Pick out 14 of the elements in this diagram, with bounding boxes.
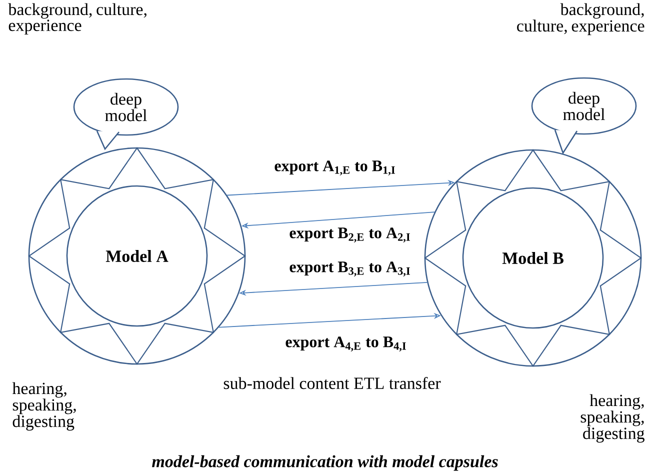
capsule-circle [424,149,642,367]
capsule-circle [28,147,246,365]
speech-bubble: deep model [531,77,637,154]
note-text: hearing, speaking, digesting [12,382,76,431]
note-text: sub-model content ETL transfer [224,376,441,390]
note-text: background, culture, experience [8,3,146,35]
note-text: hearing, speaking, digesting [580,394,644,443]
edge-label: export A$_{1,E}$ to B$_{1,I}$ [273,160,397,176]
edge-label: export A$_{4,E}$ to B$_{4,I}$ [284,336,408,352]
caption: model-based communication with model capsules [152,455,498,471]
speech-bubble: deep model [73,78,179,150]
edge-label: export B$_{3,E}$ to A$_{3,I}$ [288,260,412,278]
note-text: background, culture, experience [517,3,644,36]
edge-label: export B$_{2,E}$ to A$_{2,I}$ [288,226,412,244]
